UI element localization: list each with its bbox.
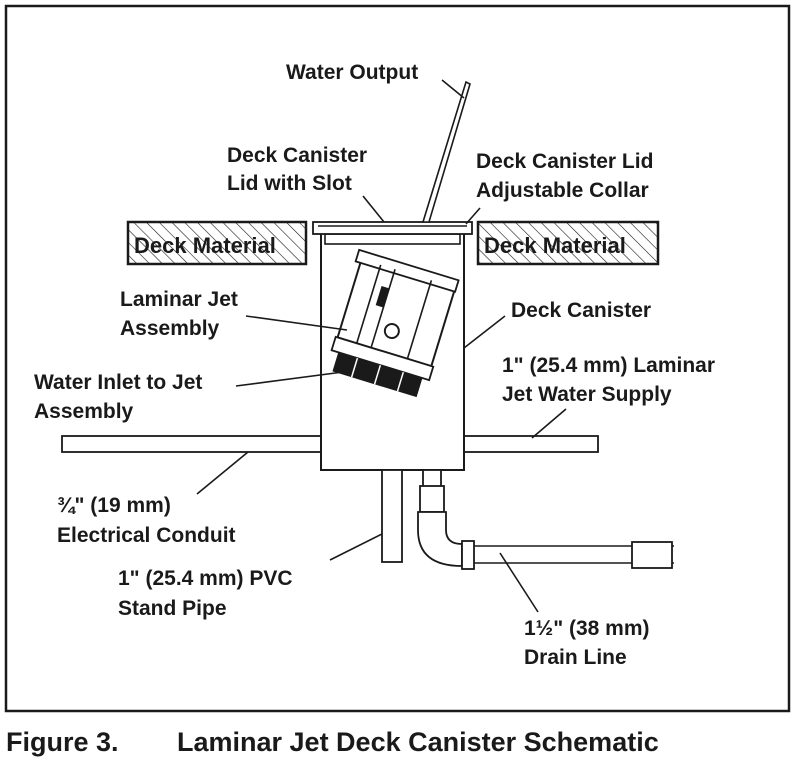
label-adjustable-collar-line1: Deck Canister Lid [476,150,653,173]
label-water-supply-line2: Jet Water Supply [502,383,672,406]
label-deck-canister: Deck Canister [511,299,651,322]
figure-frame [4,4,791,713]
laminar-jet-assembly [330,248,460,398]
label-lid-with-slot-line2: Lid with Slot [227,172,352,195]
water-output-stream [421,80,471,223]
label-stand-pipe-line1: 1" (25.4 mm) PVC [118,567,293,590]
label-deck-material-left: Deck Material [134,233,276,258]
label-laminar-jet-assembly-line2: Assembly [120,317,220,340]
label-deck-material-right: Deck Material [484,233,626,258]
canister-lid [312,221,473,235]
pvc-stand-pipe [381,469,403,563]
label-laminar-jet-assembly-line1: Laminar Jet [120,288,238,311]
label-drain-line-line2: Drain Line [524,646,627,669]
label-electrical-conduit-line2: Electrical Conduit [57,524,236,547]
label-adjustable-collar-line2: Adjustable Collar [476,179,649,202]
leader-lines [196,79,567,613]
label-stand-pipe-line2: Stand Pipe [118,597,227,620]
label-water-supply-line1: 1" (25.4 mm) Laminar [502,354,715,377]
label-drain-line-line1: 1½" (38 mm) [524,617,650,640]
label-electrical-conduit-line1: ¾" (19 mm) [57,494,171,517]
figure-number: Figure 3. [6,727,119,757]
deck-material-left [126,220,308,266]
label-lid-with-slot-line1: Deck Canister [227,144,367,167]
figure-title: Laminar Jet Deck Canister Schematic [177,727,659,757]
deck-material-right [476,220,660,266]
label-water-inlet-line2: Assembly [34,400,134,423]
drain-line [417,469,674,570]
label-water-output: Water Output [286,61,418,84]
label-water-inlet-line1: Water Inlet to Jet [34,371,202,394]
